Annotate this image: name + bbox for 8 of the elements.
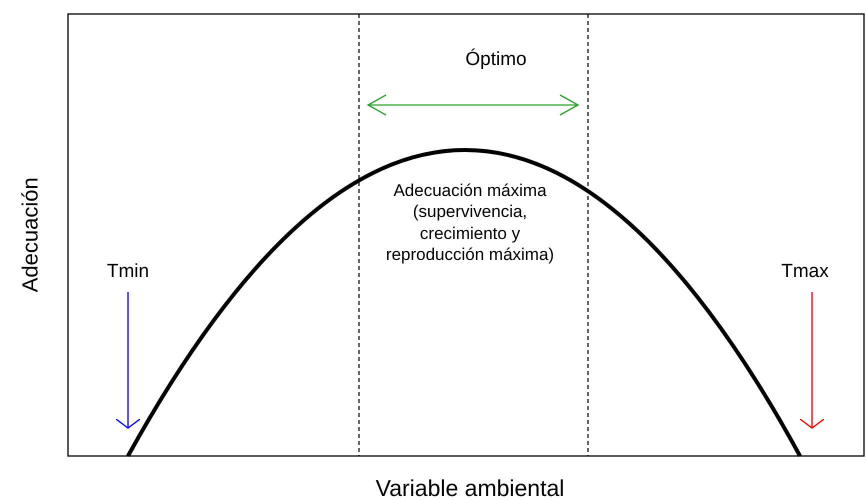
annotation-text: Adecuación máxima (supervivencia, crecimiento y reproducción máxima)	[384, 180, 556, 265]
optimum-label: Óptimo	[464, 48, 528, 72]
temperature-label: Tmax	[765, 261, 845, 283]
temperature-label: Tmin	[88, 261, 168, 283]
axis-title: Adecuación	[16, 176, 44, 294]
axis-title: Variable ambiental	[374, 474, 566, 500]
arrow	[799, 292, 825, 429]
arrow	[115, 292, 141, 429]
